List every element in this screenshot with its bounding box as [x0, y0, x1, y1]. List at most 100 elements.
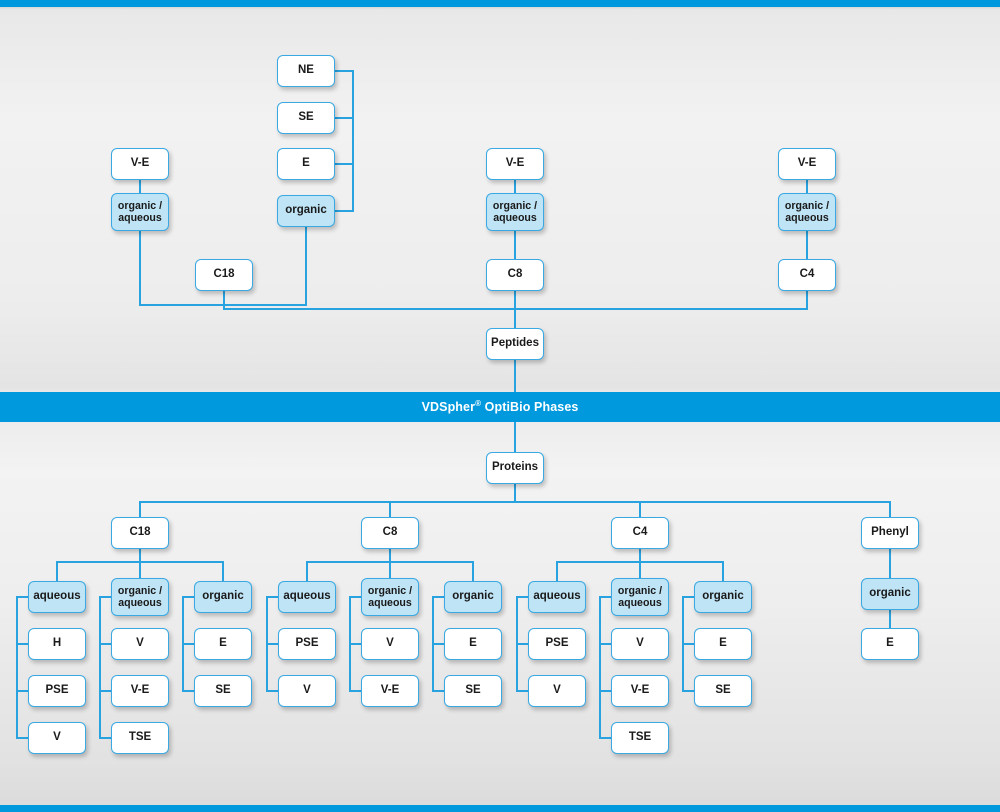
node-c8-organic-aqueous[interactable]: organic / aqueous	[361, 578, 419, 616]
node-organic-top[interactable]: organic	[277, 195, 335, 227]
connector-v	[639, 501, 641, 517]
connector-h	[335, 70, 354, 72]
banner-title-main: VDSpher	[421, 400, 476, 415]
section-banner: VDSpher® OptiBio Phases	[0, 392, 1000, 422]
connector-h	[335, 117, 354, 119]
node-c8-organic[interactable]: organic	[444, 581, 502, 613]
node-phenyl-organic[interactable]: organic	[861, 578, 919, 610]
node-organic-aqueous-c4[interactable]: organic / aqueous	[778, 193, 836, 231]
node-c18-organic-item-0[interactable]: E	[194, 628, 252, 660]
node-c18-aqueous-item-1[interactable]: PSE	[28, 675, 86, 707]
connector-v	[223, 291, 225, 308]
node-ne[interactable]: NE	[277, 55, 335, 87]
node-peptides[interactable]: Peptides	[486, 328, 544, 360]
node-c4-organic-aqueous-item-2[interactable]: TSE	[611, 722, 669, 754]
connector-v	[139, 501, 141, 517]
connector-h	[516, 643, 528, 645]
node-c8-organic-aqueous-item-0[interactable]: V	[361, 628, 419, 660]
connector-h	[335, 210, 354, 212]
node-c18-aqueous[interactable]: aqueous	[28, 581, 86, 613]
connector-v	[514, 422, 516, 452]
registered-mark: ®	[475, 399, 482, 409]
node-proteins[interactable]: Proteins	[486, 452, 544, 484]
connector-h	[599, 596, 611, 598]
connector-v	[889, 501, 891, 517]
node-branch-c8[interactable]: C8	[361, 517, 419, 549]
node-c4-organic[interactable]: organic	[694, 581, 752, 613]
node-c18-top[interactable]: C18	[195, 259, 253, 291]
connector-v	[514, 360, 516, 392]
connector-h	[682, 596, 694, 598]
connector-h	[516, 690, 528, 692]
node-c18-aqueous-item-0[interactable]: H	[28, 628, 86, 660]
connector-h	[432, 643, 444, 645]
node-c8-aqueous-item-0[interactable]: PSE	[278, 628, 336, 660]
node-c4-organic-aqueous-item-0[interactable]: V	[611, 628, 669, 660]
connector-v	[806, 231, 808, 259]
connector-h	[516, 596, 528, 598]
node-c18-aqueous-item-2[interactable]: V	[28, 722, 86, 754]
connector-h	[599, 690, 611, 692]
node-c4-aqueous[interactable]: aqueous	[528, 581, 586, 613]
connector-v	[16, 596, 18, 737]
node-c18-organic-aqueous-item-2[interactable]: TSE	[111, 722, 169, 754]
connector-v	[139, 549, 141, 561]
connector-v	[806, 180, 808, 193]
connector-h	[99, 690, 111, 692]
node-c4-organic-aqueous-item-1[interactable]: V-E	[611, 675, 669, 707]
node-phenyl-organic-item-0[interactable]: E	[861, 628, 919, 660]
connector-v	[514, 180, 516, 193]
node-c18-organic-item-1[interactable]: SE	[194, 675, 252, 707]
node-c4-organic-aqueous[interactable]: organic / aqueous	[611, 578, 669, 616]
node-c18-organic[interactable]: organic	[194, 581, 252, 613]
connector-v	[305, 227, 307, 304]
node-c8-top[interactable]: C8	[486, 259, 544, 291]
connector-h	[182, 596, 194, 598]
node-c4-aqueous-item-1[interactable]: V	[528, 675, 586, 707]
node-c4-organic-item-1[interactable]: SE	[694, 675, 752, 707]
connector-v	[306, 561, 308, 581]
connector-h	[266, 596, 278, 598]
node-c8-aqueous-item-1[interactable]: V	[278, 675, 336, 707]
connector-v	[139, 180, 141, 193]
connector-v	[99, 596, 101, 737]
node-c4-organic-item-0[interactable]: E	[694, 628, 752, 660]
node-c18-organic-aqueous-item-1[interactable]: V-E	[111, 675, 169, 707]
node-ve-c18[interactable]: V-E	[111, 148, 169, 180]
node-c4-top[interactable]: C4	[778, 259, 836, 291]
node-branch-c4[interactable]: C4	[611, 517, 669, 549]
connector-v	[56, 561, 58, 581]
node-e[interactable]: E	[277, 148, 335, 180]
connector-v	[639, 549, 641, 561]
node-ve-c8[interactable]: V-E	[486, 148, 544, 180]
node-branch-c18[interactable]: C18	[111, 517, 169, 549]
connector-h	[335, 163, 354, 165]
node-c8-organic-item-1[interactable]: SE	[444, 675, 502, 707]
node-ve-c4[interactable]: V-E	[778, 148, 836, 180]
connector-v	[472, 561, 474, 581]
connector-h	[349, 643, 361, 645]
connector-v	[889, 610, 891, 628]
node-c8-organic-item-0[interactable]: E	[444, 628, 502, 660]
node-c8-aqueous[interactable]: aqueous	[278, 581, 336, 613]
connector-v	[139, 561, 141, 578]
node-c18-organic-aqueous-item-0[interactable]: V	[111, 628, 169, 660]
node-branch-phenyl[interactable]: Phenyl	[861, 517, 919, 549]
connector-h	[139, 501, 891, 503]
connector-h	[16, 737, 28, 739]
connector-h	[223, 308, 808, 310]
connector-h	[682, 690, 694, 692]
connector-v	[352, 71, 354, 211]
connector-v	[514, 484, 516, 501]
node-se[interactable]: SE	[277, 102, 335, 134]
connector-v	[389, 561, 391, 578]
node-c18-organic-aqueous[interactable]: organic / aqueous	[111, 578, 169, 616]
node-c8-organic-aqueous-item-1[interactable]: V-E	[361, 675, 419, 707]
connector-h	[349, 690, 361, 692]
node-organic-aqueous-c18[interactable]: organic / aqueous	[111, 193, 169, 231]
connector-v	[806, 291, 808, 308]
node-organic-aqueous-c8[interactable]: organic / aqueous	[486, 193, 544, 231]
node-c4-aqueous-item-0[interactable]: PSE	[528, 628, 586, 660]
top-accent-bar	[0, 0, 1000, 7]
